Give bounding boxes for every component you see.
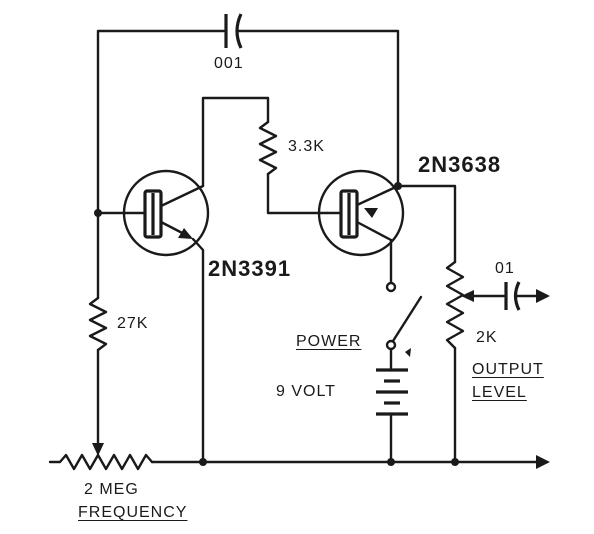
q2-collector-lead	[355, 220, 393, 242]
wire-q1-collector	[201, 96, 270, 188]
junction-q2-emitter	[394, 182, 402, 190]
output-arrow	[536, 289, 550, 303]
switch-contact-top	[385, 281, 397, 293]
label-output: OUTPUT	[472, 361, 544, 378]
label-pot-2k: 2K	[476, 329, 498, 346]
frequency-potentiometer	[48, 453, 154, 471]
label-9-volt: 9 VOLT	[276, 383, 336, 400]
capacitor-01	[504, 281, 521, 311]
power-switch-blade	[391, 295, 423, 343]
junction-gnd-q1	[199, 458, 207, 466]
q2-emitter-lead	[355, 184, 400, 207]
label-cap-01: 01	[495, 260, 515, 277]
capacitor-001	[224, 13, 243, 49]
pot-wiper-arrow	[461, 290, 474, 302]
potentiometer-2k	[445, 260, 465, 350]
freq-pot-wiper-arrow	[92, 443, 104, 456]
label-power: POWER	[296, 333, 362, 350]
wire-q2-base	[266, 172, 329, 215]
junction-gnd-pot	[451, 458, 459, 466]
battery-9v	[376, 368, 408, 416]
q1-collector-lead	[159, 184, 205, 208]
label-2-meg: 2 MEG	[84, 481, 139, 498]
label-r-27k: 27K	[117, 315, 149, 332]
junction-gnd-battery	[387, 458, 395, 466]
wire-q1-emitter	[191, 237, 205, 464]
label-q1-part: 2N3391	[208, 256, 292, 281]
resistor-3-3k	[258, 120, 278, 176]
ground-arrow	[536, 455, 550, 469]
label-q2-part: 2N3638	[418, 152, 502, 177]
resistor-27k	[88, 296, 108, 352]
transistor-q1	[96, 169, 210, 257]
label-frequency: FREQUENCY	[78, 504, 188, 521]
label-cap-001: 001	[214, 55, 244, 72]
wire-top-feedback	[96, 29, 400, 215]
label-r-3-3k: 3.3K	[288, 138, 325, 155]
switch-mark	[405, 348, 411, 357]
transistor-q2	[317, 169, 405, 257]
wire-q2-to-pot	[396, 184, 457, 264]
label-level: LEVEL	[472, 384, 527, 401]
